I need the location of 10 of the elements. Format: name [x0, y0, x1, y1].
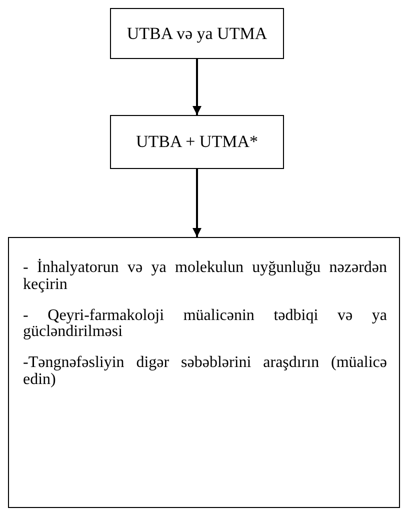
- process-box: [8, 237, 400, 508]
- box-label: UTBA + UTMA*: [136, 133, 258, 151]
- process-box: [110, 115, 284, 169]
- process-box: [110, 8, 284, 59]
- arrow: [192, 169, 202, 237]
- recommendation-text: -Təngnəfəsliyin digər səbəblərini araşdırın (müalicə edin): [23, 355, 387, 389]
- arrow: [192, 59, 202, 115]
- box-label: UTBA və ya UTMA: [126, 24, 268, 42]
- recommendation-text: - Qeyri-farmakoloji müalicənin tədbiqi və ya gücləndirilməsi: [23, 308, 387, 342]
- recommendation-text: - İnhalyatorun və ya molekulun uyğunluğu nəzərdən keçirin: [23, 260, 387, 294]
